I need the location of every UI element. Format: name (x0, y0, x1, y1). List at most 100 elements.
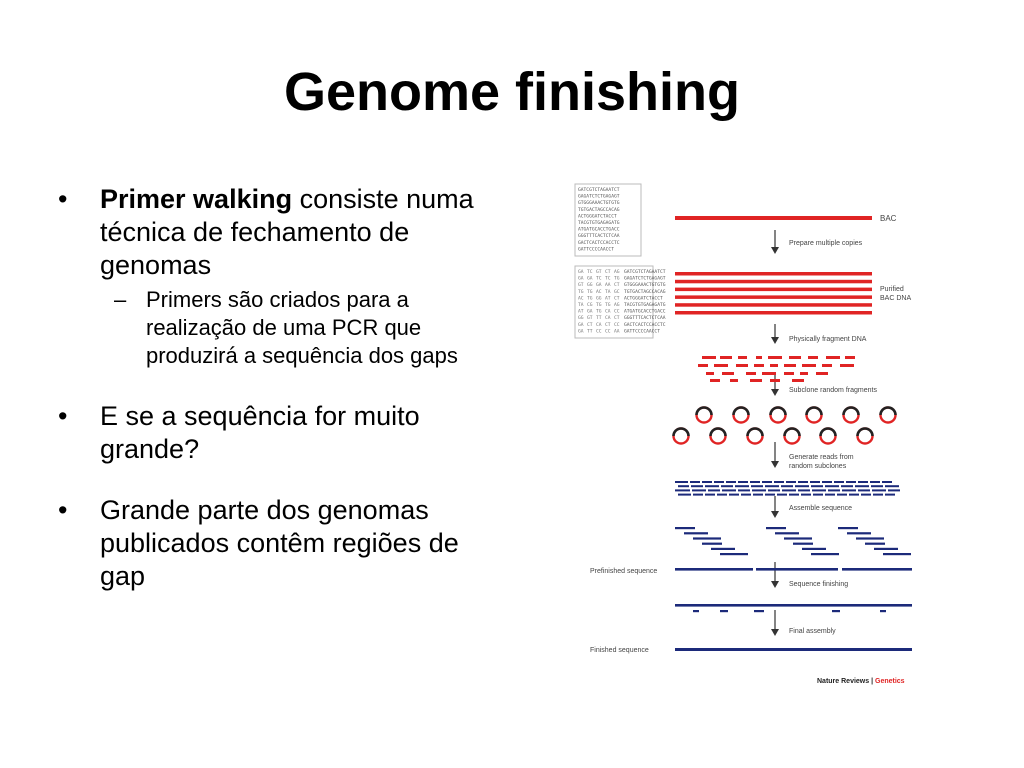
subclone-insert-arc (819, 427, 837, 437)
dna-fragment (710, 379, 720, 382)
sequence-text-line: TGTGACTAGCCACAG (624, 289, 666, 295)
subclone-insert-arc (842, 406, 860, 416)
purified-bac-line (675, 311, 872, 315)
dna-fragment (784, 364, 796, 367)
sequence-read (762, 481, 772, 483)
step-arrow-head (771, 511, 779, 518)
sequence-column-fragment: CT (614, 282, 620, 288)
sequence-read (828, 489, 840, 492)
purified-bac-line (675, 303, 872, 307)
sequence-read (798, 481, 808, 483)
sequence-column-fragment: AG (614, 302, 620, 308)
sequence-column-fragment: GA (578, 276, 584, 282)
sequence-column-fragment: AC (578, 295, 584, 301)
purified-bac-line (675, 295, 872, 299)
sequence-column-fragment: GG (587, 282, 593, 288)
sequence-column-fragment: GA (587, 309, 593, 315)
sequence-read (765, 485, 779, 488)
dna-fragment (800, 372, 808, 375)
dna-fragment (722, 372, 734, 375)
dna-fragment (714, 364, 728, 367)
sequence-read (782, 489, 796, 492)
sequence-read (738, 489, 750, 492)
bullet-bold-term: Primer walking (100, 184, 293, 214)
sequence-column-fragment: AT (605, 295, 611, 301)
sequence-text-line: GAGATCTCTGAGAGT (624, 276, 666, 282)
sequence-read (825, 493, 835, 496)
sequence-column-fragment: CA (596, 322, 602, 328)
sequence-read (882, 481, 892, 483)
sequence-read (690, 481, 700, 483)
dna-fragment (770, 379, 780, 382)
sequence-column-fragment: CA (605, 309, 611, 315)
dna-fragment (730, 379, 738, 382)
sequence-column-fragment: GA (578, 322, 584, 328)
sequence-read (722, 489, 736, 492)
sequence-read (691, 485, 703, 488)
sequence-box-multiple: GAGAGTTGACTAATGGGAGATCGAGGTGTGCGGAGTCTTT… (574, 265, 666, 339)
sequence-read (841, 485, 853, 488)
bullet-dot: • (58, 495, 68, 525)
sequence-read (873, 493, 883, 496)
dna-fragment (770, 364, 778, 367)
sequence-text-line: ACTGGGATCTACCT (578, 213, 617, 219)
sequence-column-fragment: CT (614, 295, 620, 301)
dna-fragment (845, 356, 855, 359)
sequence-read (795, 485, 809, 488)
bullet-primer-walking: • Primer walking consiste numa técnica d… (58, 183, 498, 282)
contig-read (784, 537, 812, 540)
sequence-read (870, 481, 880, 483)
bullet-text: E se a sequência for muito grande? (100, 401, 420, 464)
finishing-patch-read (832, 610, 840, 613)
sequence-column-fragment: TG (596, 309, 602, 315)
sequence-read (885, 485, 899, 488)
sequence-box-lines: GATCGTCTAGAATCTGAGATCTCTGAGAGTGTGGGAAACT… (578, 187, 620, 252)
sequence-column-fragment: CC (614, 322, 620, 328)
finishing-patch-read (754, 610, 764, 613)
finishing-patch-read (693, 610, 699, 613)
sequence-text-line: TACGTGTGAGAGATG (624, 302, 666, 308)
sequence-read (675, 481, 688, 483)
dna-fragment (720, 356, 732, 359)
credit-genetics: Genetics (875, 678, 905, 685)
contig-read (802, 547, 826, 550)
sequence-text-line: TACGTGTGAGAGATG (578, 220, 620, 226)
bullet-large-sequence: • E se a sequência for muito grande? (58, 400, 498, 466)
purified-bac-line (675, 279, 872, 284)
sequence-column-fragment: AT (578, 309, 584, 315)
sequence-read (825, 485, 839, 488)
sequence-read (721, 485, 733, 488)
label-fragment-dna: Physically fragment DNA (789, 336, 867, 343)
sequence-read (735, 485, 749, 488)
subclone-insert-arc (746, 427, 764, 437)
contig-read (720, 553, 748, 556)
label-generate-reads-2: random subclones (789, 463, 847, 470)
label-bac-dna: BAC DNA (880, 295, 911, 302)
bullet-text: consiste numa técnica de fechamento de g… (100, 184, 474, 280)
label-prepare-copies: Prepare multiple copies (789, 240, 863, 247)
bac-line (675, 216, 872, 220)
subclone-rings (672, 406, 897, 445)
step-arrow-head (771, 337, 779, 344)
dna-fragment (698, 364, 708, 367)
sequence-box-frame (574, 265, 654, 339)
dna-fragment (789, 356, 801, 359)
dna-fragment (840, 364, 854, 367)
sequence-read (822, 481, 832, 483)
sequence-text-line: GATTCCCCAACCT (624, 328, 660, 334)
sequence-box-columns: GAGAGTTGACTAATGGGAGATCGAGGTGTGCGGAGTCTTT… (578, 269, 620, 334)
sequence-column-fragment: TG (614, 276, 620, 282)
bullet-dot: • (58, 184, 68, 214)
sequence-text-line: GGGTTTCACTCTCAA (578, 233, 620, 239)
label-generate-reads-1: Generate reads from (789, 454, 854, 461)
label-finished: Finished sequence (590, 647, 649, 654)
sequence-text-line: GTGGGAAACTGTGTG (624, 282, 666, 288)
sequence-column-fragment: TC (596, 276, 602, 282)
finishing-patch-read (880, 610, 886, 613)
sequence-column-fragment: TT (587, 328, 593, 334)
dna-fragment (754, 364, 764, 367)
sequence-column-fragment: CG (587, 302, 593, 308)
sequence-read (738, 481, 748, 483)
sequence-read (872, 489, 886, 492)
sequence-column-fragment: GA (596, 282, 602, 288)
